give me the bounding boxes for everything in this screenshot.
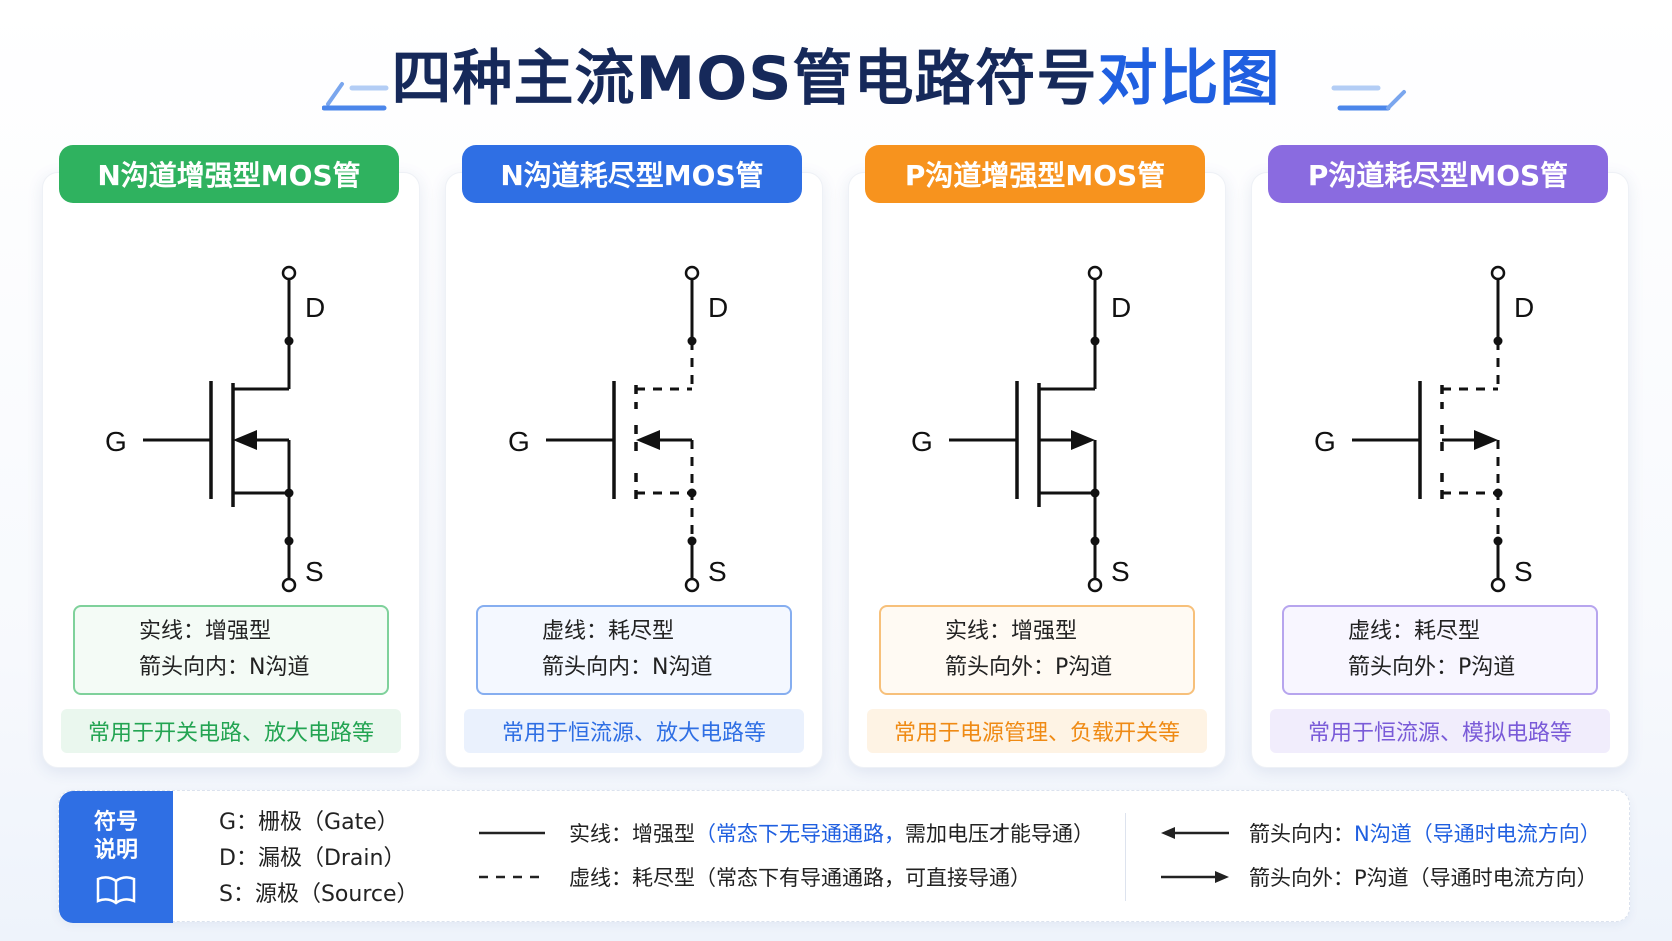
decorative-lines-icon <box>322 82 389 111</box>
mos-symbol-diagram: D G S <box>1314 265 1534 593</box>
page-header: 四种主流MOS管电路符号对比图 <box>0 28 1672 118</box>
terminal-g-label: G <box>1314 426 1336 457</box>
card-title: N沟道增强型MOS管 <box>59 145 399 203</box>
title-main: 四种主流MOS管电路符号 <box>391 43 1098 114</box>
term-drain: D：漏极（Drain） <box>219 846 406 871</box>
solid-line-icon <box>479 831 545 835</box>
legend-divider <box>1125 813 1126 901</box>
legend-arrow-in-row: 箭头向内：N沟道（导通时电流方向） <box>1159 811 1601 855</box>
arrow-in-channel: N沟道 <box>1354 822 1412 846</box>
mos-symbol-diagram: D G S <box>508 265 728 593</box>
legend-dashed-row: 虚线：耗尽型（常态下有导通通路，可直接导通） <box>477 855 1094 899</box>
decorative-lines-icon <box>1331 85 1406 111</box>
note-line-type: 实线：增强型 <box>139 619 272 644</box>
term-source: S：源极（Source） <box>219 882 419 907</box>
mos-symbol-diagram: D G S <box>911 265 1131 593</box>
arrow-in-desc: （导通时电流方向） <box>1411 822 1601 846</box>
term-gate: G：栅极（Gate） <box>219 810 399 835</box>
usage-text: 常用于开关电路、放大电路等 <box>61 709 401 753</box>
card-title: P沟道耗尽型MOS管 <box>1268 145 1608 203</box>
note-line-type: 实线：增强型 <box>945 619 1078 644</box>
book-icon <box>96 876 136 905</box>
legend-solid-row: 实线：增强型（常态下无导通通路，需加电压才能导通） <box>477 811 1094 855</box>
terminal-g-label: G <box>911 426 933 457</box>
usage-text: 常用于恒流源、模拟电路等 <box>1270 709 1610 753</box>
mos-card: P沟道耗尽型MOS管 D G S 虚线：耗 <box>1251 145 1629 768</box>
arrow-left-icon <box>1161 827 1229 839</box>
dashed-line-icon <box>479 875 545 879</box>
terminal-s-label: S <box>1111 556 1130 587</box>
note-box: 实线：增强型 箭头向外：P沟道 <box>879 605 1195 695</box>
legend-tag-line2: 说明 <box>93 838 138 863</box>
card-title: N沟道耗尽型MOS管 <box>462 145 802 203</box>
legend-panel: 符号 说明 G：栅极（Gate） D：漏极（Drain） S：源极（Source… <box>58 790 1630 923</box>
arrow-right-icon <box>1161 871 1229 883</box>
usage-text: 常用于电源管理、负载开关等 <box>867 709 1207 753</box>
terminal-d-label: D <box>1514 292 1534 323</box>
note-arrow-direction: 箭头向外：P沟道 <box>945 655 1113 680</box>
page-title: 四种主流MOS管电路符号对比图 <box>392 30 1281 117</box>
terminal-s-label: S <box>708 556 727 587</box>
note-arrow-direction: 箭头向外：P沟道 <box>1348 655 1516 680</box>
note-arrow-direction: 箭头向内：N沟道 <box>139 655 310 680</box>
card-title: P沟道增强型MOS管 <box>865 145 1205 203</box>
arrow-in-label: 箭头向内： <box>1249 822 1354 846</box>
terminal-g-label: G <box>105 426 127 457</box>
mos-card: N沟道耗尽型MOS管 D G S 虚线：耗 <box>445 145 823 768</box>
solid-desc2: 需加电压才能导通） <box>905 822 1094 846</box>
note-line-type: 虚线：耗尽型 <box>542 619 675 644</box>
terminal-s-label: S <box>1514 556 1533 587</box>
usage-text: 常用于恒流源、放大电路等 <box>464 709 804 753</box>
note-arrow-direction: 箭头向内：N沟道 <box>542 655 713 680</box>
dashed-label: 虚线：耗尽型（常态下有导通通路，可直接导通） <box>569 866 1031 890</box>
note-line-type: 虚线：耗尽型 <box>1348 619 1481 644</box>
note-box: 实线：增强型 箭头向内：N沟道 <box>73 605 389 695</box>
terminal-g-label: G <box>508 426 530 457</box>
terminal-d-label: D <box>708 292 728 323</box>
note-box: 虚线：耗尽型 箭头向内：N沟道 <box>476 605 792 695</box>
legend-tag-line1: 符号 <box>93 810 138 835</box>
legend-arrow-out-row: 箭头向外：P沟道（导通时电流方向） <box>1159 855 1601 899</box>
mos-card: N沟道增强型MOS管 D G S 实线：增 <box>42 145 420 768</box>
terminal-d-label: D <box>305 292 325 323</box>
solid-desc: （常态下无导通通路， <box>695 822 905 846</box>
legend-arrows: 箭头向内：N沟道（导通时电流方向） 箭头向外：P沟道（导通时电流方向） <box>1159 811 1601 899</box>
terminal-d-label: D <box>1111 292 1131 323</box>
arrow-out-label: 箭头向外：P沟道（导通时电流方向） <box>1249 866 1598 890</box>
legend-tag: 符号 说明 <box>59 791 173 923</box>
note-box: 虚线：耗尽型 箭头向外：P沟道 <box>1282 605 1598 695</box>
title-accent: 对比图 <box>1097 43 1281 114</box>
solid-label: 实线：增强型 <box>569 822 695 846</box>
legend-line-types: 实线：增强型（常态下无导通通路，需加电压才能导通） 虚线：耗尽型（常态下有导通通… <box>477 811 1094 899</box>
terminal-s-label: S <box>305 556 324 587</box>
legend-terms: G：栅极（Gate） D：漏极（Drain） S：源极（Source） <box>219 805 419 913</box>
mos-card: P沟道增强型MOS管 D G S 实线：增 <box>848 145 1226 768</box>
mos-symbol-diagram: D G S <box>105 265 325 593</box>
